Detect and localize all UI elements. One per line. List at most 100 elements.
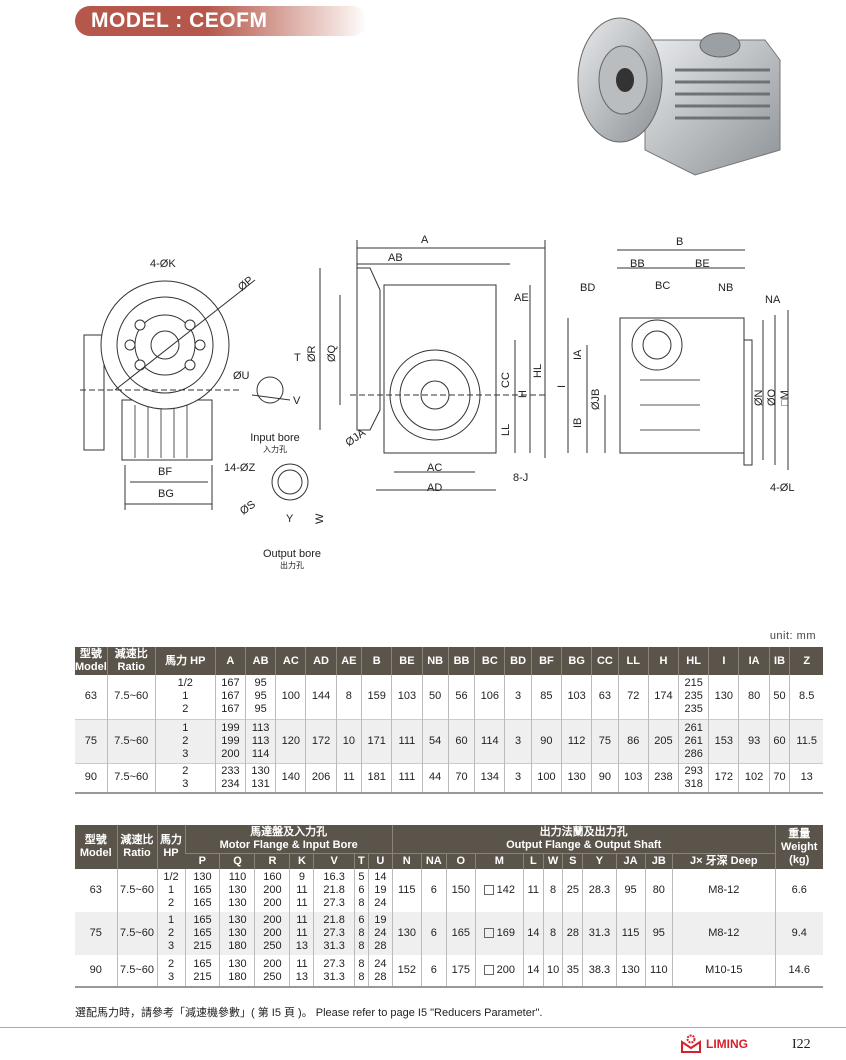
table-cell: 95 95 95 bbox=[244, 675, 276, 719]
table-cell: 60 bbox=[447, 719, 475, 763]
table-cell: 31.3 bbox=[582, 912, 617, 955]
dim-be: BE bbox=[695, 258, 710, 270]
liming-logo-icon bbox=[681, 1034, 701, 1053]
table-cell: 7.5~60 bbox=[106, 719, 156, 763]
weight-en: Weight bbox=[781, 840, 818, 853]
brand-name: LIMING bbox=[706, 1037, 748, 1051]
table-cell: 261 261 286 bbox=[678, 719, 709, 763]
dim-ae: AE bbox=[514, 292, 529, 304]
dim-q: ØQ bbox=[326, 344, 338, 362]
cell-value: 14 bbox=[527, 964, 540, 976]
cell-value: 130 130 180 bbox=[228, 914, 247, 952]
table-cell: 6 bbox=[420, 869, 447, 912]
table-cell: 1/2 1 2 bbox=[154, 675, 216, 719]
table-cell: 100 bbox=[530, 763, 562, 793]
cell-value: M8-12 bbox=[708, 884, 740, 896]
table-cell: 233 234 bbox=[214, 763, 246, 793]
table-cell: 153 bbox=[708, 719, 739, 763]
footer-divider bbox=[0, 1027, 846, 1028]
table-cell: 111 bbox=[391, 763, 422, 793]
table-cell: 2 3 bbox=[156, 955, 185, 987]
cell-value: 14.6 bbox=[788, 964, 810, 976]
table-cell: 160 200 200 bbox=[254, 869, 290, 912]
cell-value: 95 bbox=[624, 884, 637, 896]
cell-value: 38.3 bbox=[588, 964, 611, 976]
cell-value: 6 bbox=[430, 884, 437, 896]
col-header: Z bbox=[789, 647, 823, 675]
table-cell: 165 165 215 bbox=[184, 912, 220, 955]
dim-bd: BD bbox=[580, 282, 596, 294]
table-cell: 70 bbox=[447, 763, 475, 793]
cell-value: 11 bbox=[527, 884, 540, 896]
table-cell: 9 11 11 bbox=[289, 869, 314, 912]
dim-n: ØN bbox=[753, 389, 765, 407]
dim-b: B bbox=[676, 236, 684, 248]
col-header: Q bbox=[219, 853, 255, 869]
dim-4-l: 4-ØL bbox=[770, 482, 795, 494]
col-header: IA bbox=[738, 647, 770, 675]
cell-value: 14 19 24 bbox=[374, 871, 387, 909]
table-cell: 24 28 bbox=[367, 955, 393, 987]
table-cell: 8 bbox=[542, 912, 563, 955]
table-cell: 70 bbox=[768, 763, 790, 793]
col-header: AB bbox=[244, 647, 276, 675]
table-cell: 50 bbox=[768, 675, 790, 719]
table-cell: 172 bbox=[305, 719, 337, 763]
table-cell: 130 130 180 bbox=[219, 912, 255, 955]
table-cell: 6 bbox=[420, 912, 447, 955]
col-header: BG bbox=[561, 647, 592, 675]
table-cell: 10 bbox=[335, 719, 362, 763]
table-cell: 75 bbox=[75, 912, 117, 955]
dim-ac: AC bbox=[427, 462, 443, 474]
input-bore-label: Input bore bbox=[250, 432, 300, 444]
table-cell: 6 bbox=[420, 955, 447, 987]
square-icon bbox=[483, 965, 494, 976]
dim-t: T bbox=[294, 352, 301, 364]
cell-value: 130 165 165 bbox=[193, 871, 212, 909]
cell-value: 6 bbox=[430, 927, 437, 939]
table-cell: 130 bbox=[561, 763, 592, 793]
cell-value: 35 bbox=[566, 964, 579, 976]
table-cell: 130 bbox=[391, 912, 422, 955]
col-ratio: 減速比 Ratio bbox=[116, 825, 157, 869]
table-cell: 13 bbox=[789, 763, 823, 793]
table-cell: 1 2 3 bbox=[154, 719, 216, 763]
col-header: AC bbox=[275, 647, 306, 675]
input-bore-label-cn: 入力孔 bbox=[263, 445, 287, 454]
cell-value: 175 bbox=[451, 964, 470, 976]
table-cell: 6 8 8 bbox=[353, 912, 369, 955]
dim-bf: BF bbox=[158, 466, 173, 478]
cell-value: 63 bbox=[89, 884, 102, 896]
cell-value: 150 bbox=[451, 884, 470, 896]
dim-bb: BB bbox=[630, 258, 645, 270]
cell-value: 6 8 8 bbox=[358, 914, 365, 952]
group-output-en: Output Flange & Output Shaft bbox=[506, 839, 662, 851]
table-cell: 75 bbox=[591, 719, 619, 763]
cell-value: 2 3 bbox=[167, 957, 175, 983]
table-cell: 63 bbox=[84, 690, 98, 703]
cell-value: 8 8 bbox=[358, 957, 365, 983]
table-cell: 93 bbox=[738, 719, 770, 763]
table-cell: 150 bbox=[445, 869, 476, 912]
table-cell: 8 8 bbox=[353, 955, 369, 987]
table-cell: 205 bbox=[647, 719, 679, 763]
table-cell: 115 bbox=[615, 912, 645, 955]
table-cell: 7.5~60 bbox=[106, 675, 156, 719]
cell-value: 200 bbox=[496, 964, 516, 976]
cell-value: 200 250 bbox=[263, 957, 282, 983]
unit-label: unit: mm bbox=[769, 630, 816, 642]
table-cell: 171 bbox=[361, 719, 392, 763]
dim-ia: IA bbox=[572, 349, 584, 360]
col-header: AD bbox=[305, 647, 337, 675]
cell-value: M10-15 bbox=[705, 964, 743, 976]
cell-value: 5 6 8 bbox=[358, 871, 365, 909]
col-header: I bbox=[708, 647, 739, 675]
cell-value: 6.6 bbox=[791, 884, 807, 896]
table-cell: 159 bbox=[361, 675, 392, 719]
table-cell: 103 bbox=[561, 675, 592, 719]
table-cell: 3 bbox=[504, 675, 532, 719]
table-cell: 8.5 bbox=[789, 675, 823, 719]
